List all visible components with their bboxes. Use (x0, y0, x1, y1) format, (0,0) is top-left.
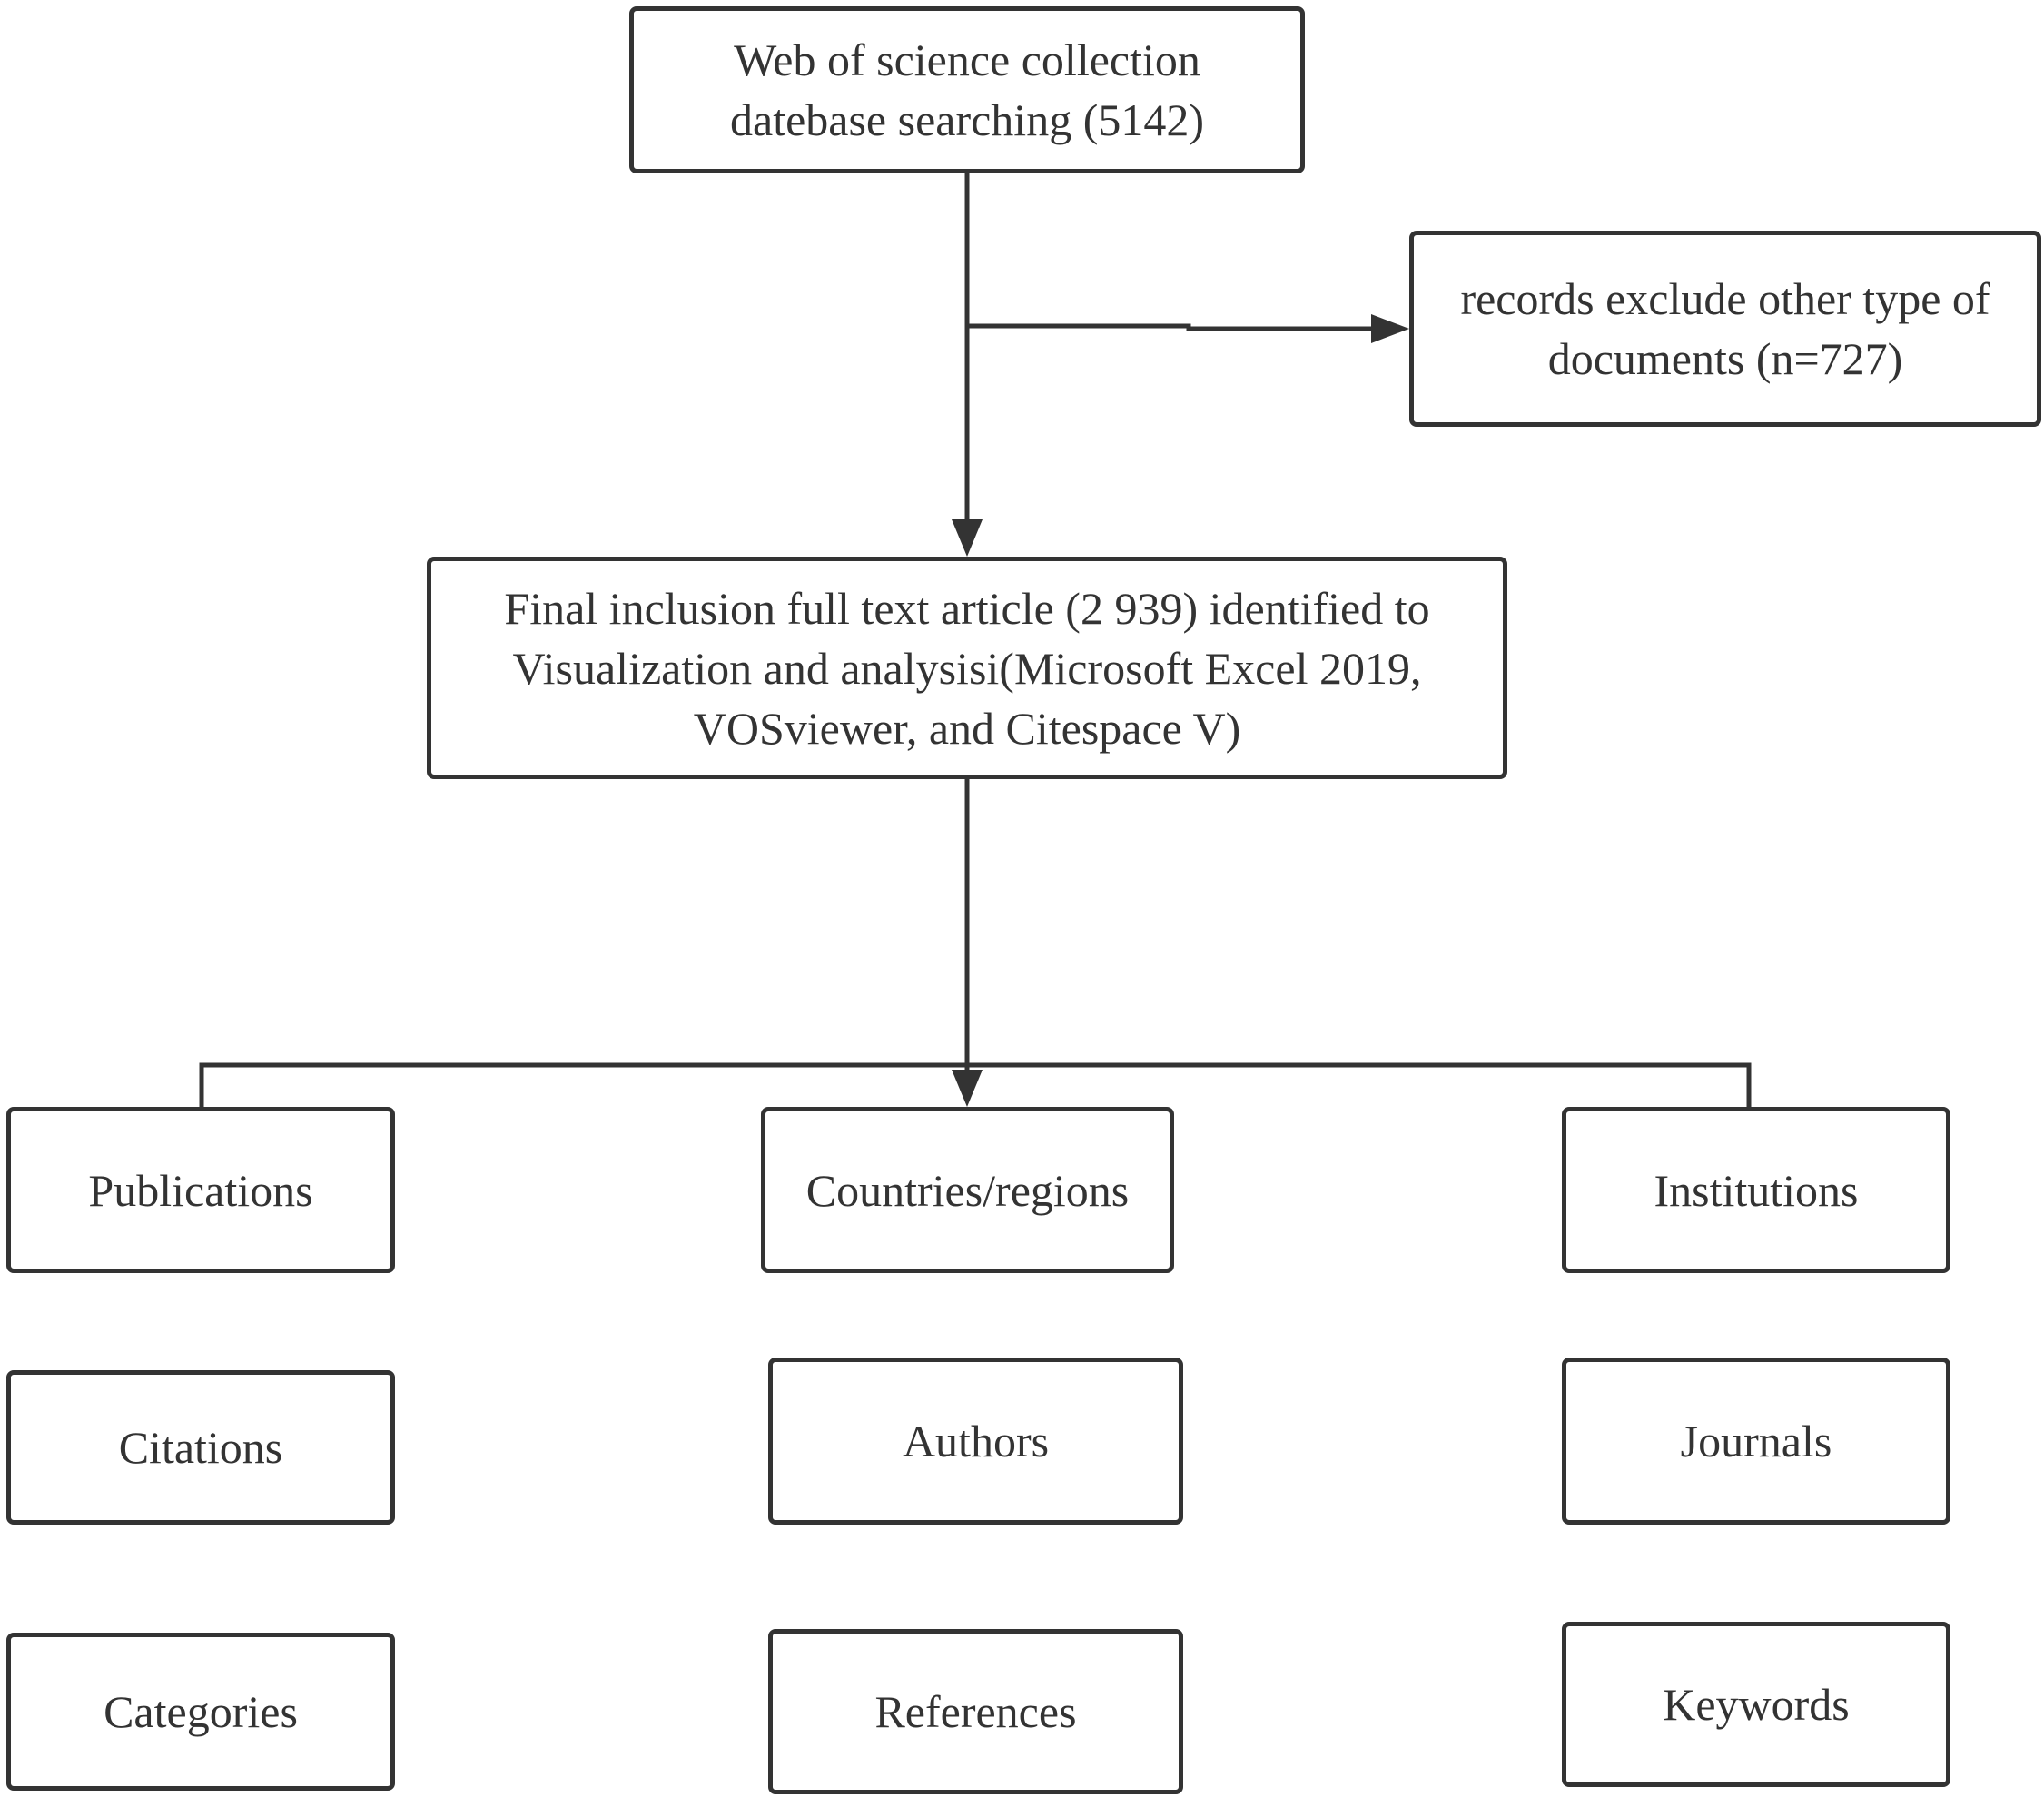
excluded-records-text: records exclude other type of documents … (1460, 273, 1990, 384)
arrowhead-items (952, 1070, 983, 1107)
keywords-box: Keywords (1562, 1622, 1950, 1787)
keywords-label: Keywords (1663, 1679, 1850, 1730)
authors-box: Authors (768, 1358, 1183, 1525)
final-inclusion-box: Final inclusion full text article (2 939… (427, 557, 1507, 779)
countries-regions-box: Countries/regions (761, 1107, 1174, 1273)
publications-label: Publications (88, 1164, 313, 1216)
journals-label: Journals (1680, 1416, 1832, 1466)
citations-box: Citations (6, 1370, 395, 1525)
categories-label: Categories (104, 1686, 298, 1737)
final-inclusion-text: Final inclusion full text article (2 939… (504, 582, 1430, 754)
search-box-text: Web of science collection datebase searc… (730, 35, 1204, 145)
institutions-box: Institutions (1562, 1107, 1950, 1273)
references-label: References (874, 1686, 1077, 1737)
search-box: Web of science collection datebase searc… (629, 6, 1305, 173)
arrowhead-final (952, 519, 983, 557)
countries-regions-label: Countries/regions (805, 1164, 1130, 1216)
references-box: References (768, 1629, 1183, 1794)
publications-box: Publications (6, 1107, 395, 1273)
citations-label: Citations (118, 1422, 283, 1473)
categories-box: Categories (6, 1633, 395, 1791)
journals-box: Journals (1562, 1358, 1950, 1525)
arrow-branch-to-excluded (967, 323, 1373, 331)
authors-label: Authors (902, 1416, 1050, 1466)
arrowhead-excluded (1371, 314, 1409, 343)
institutions-label: Institutions (1654, 1164, 1859, 1216)
distribution-bar (199, 1062, 1752, 1107)
excluded-records-box: records exclude other type of documents … (1409, 231, 2041, 427)
